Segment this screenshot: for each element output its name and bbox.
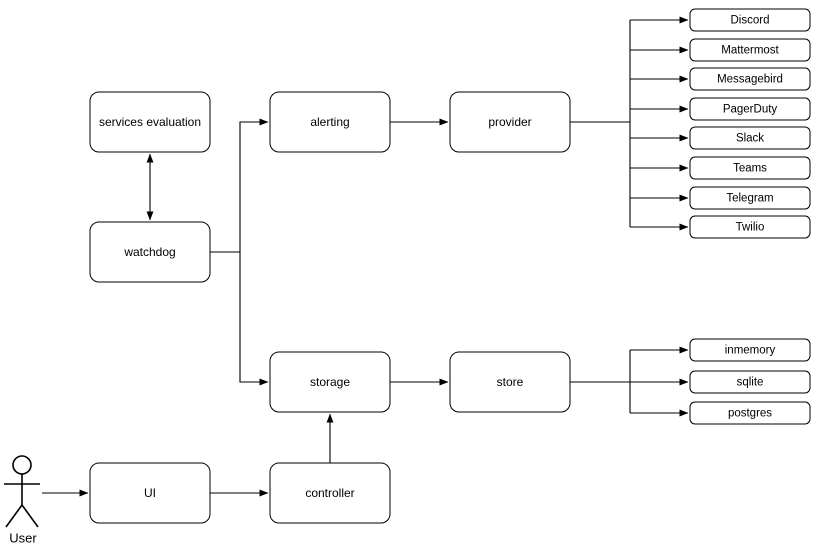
store-backend-item[interactable]: sqlite — [689, 370, 811, 394]
provider-integration-item[interactable]: Slack — [689, 126, 811, 150]
store-backend-item-box[interactable] — [689, 370, 811, 394]
provider-integration-item[interactable]: Twilio — [689, 215, 811, 239]
node-provider-label: provider — [488, 115, 531, 129]
provider-integration-item[interactable]: PagerDuty — [689, 97, 811, 121]
provider-integration-item[interactable]: Messagebird — [689, 67, 811, 91]
edge-layer — [42, 16, 689, 497]
node-alerting-label: alerting — [310, 115, 349, 129]
provider-integration-item[interactable]: Telegram — [689, 186, 811, 210]
provider-integration-item-label: Slack — [736, 133, 764, 145]
edge-watchdog-to-alerting — [210, 118, 269, 253]
node-controller-box[interactable] — [269, 462, 391, 524]
provider-integration-item-label: Mattermost — [721, 45, 779, 57]
actor-user: User — [4, 455, 40, 545]
store-backend-item-box[interactable] — [689, 338, 811, 362]
node-controller[interactable]: controller — [269, 462, 391, 524]
provider-integration-item-box[interactable] — [689, 156, 811, 180]
node-storage[interactable]: storage — [269, 351, 391, 413]
actor-leg-right-icon — [21, 504, 39, 528]
provider-integration-item-label: Messagebird — [717, 74, 783, 86]
node-alerting[interactable]: alerting — [269, 91, 391, 153]
node-watchdog[interactable]: watchdog — [89, 221, 211, 283]
provider-integration-item[interactable]: Mattermost — [689, 38, 811, 62]
node-provider[interactable]: provider — [449, 91, 571, 153]
node-ui-box[interactable] — [89, 462, 211, 524]
node-store-label: store — [497, 375, 524, 389]
node-controller-label: controller — [305, 486, 354, 500]
store-backend-item[interactable]: inmemory — [689, 338, 811, 362]
node-services-evaluation[interactable]: services evaluation — [89, 91, 211, 153]
actor-label: User — [9, 530, 37, 545]
node-alerting-box[interactable] — [269, 91, 391, 153]
provider-integration-item-box[interactable] — [689, 186, 811, 210]
node-storage-label: storage — [310, 375, 350, 389]
provider-integration-item-box[interactable] — [689, 8, 811, 32]
provider-integration-item-box[interactable] — [689, 126, 811, 150]
provider-integration-item[interactable]: Teams — [689, 156, 811, 180]
store-backend-item-box[interactable] — [689, 401, 811, 425]
provider-integration-item-box[interactable] — [689, 67, 811, 91]
provider-integration-item-box[interactable] — [689, 38, 811, 62]
store-backend-item-label: sqlite — [737, 377, 764, 389]
node-storage-box[interactable] — [269, 351, 391, 413]
provider-integration-item-label: Telegram — [726, 193, 773, 205]
provider-integration-item-box[interactable] — [689, 97, 811, 121]
store-backend-item[interactable]: postgres — [689, 401, 811, 425]
node-watchdog-label: watchdog — [123, 245, 175, 259]
store-backend-item-label: inmemory — [725, 345, 776, 357]
node-ui[interactable]: UI — [89, 462, 211, 524]
node-store[interactable]: store — [449, 351, 571, 413]
provider-integration-item-label: PagerDuty — [723, 104, 778, 116]
provider-integration-item[interactable]: Discord — [689, 8, 811, 32]
edge-provider-branches — [630, 16, 689, 231]
actor-head-icon — [12, 455, 32, 475]
provider-integration-item-label: Teams — [733, 163, 767, 175]
provider-integration-item-box[interactable] — [689, 215, 811, 239]
store-backend-list: inmemory sqlite postgres — [689, 338, 811, 425]
provider-integration-list: DiscordMattermostMessagebirdPagerDutySla… — [689, 8, 811, 239]
node-watchdog-box[interactable] — [89, 221, 211, 283]
provider-integration-item-label: Twilio — [736, 222, 765, 234]
node-ui-label: UI — [144, 486, 156, 500]
edge-store-branches — [630, 346, 689, 417]
node-provider-box[interactable] — [449, 91, 571, 153]
provider-integration-item-label: Discord — [731, 15, 770, 27]
edge-watchdog-to-storage — [210, 251, 269, 386]
actor-leg-left-icon — [5, 504, 23, 528]
node-store-box[interactable] — [449, 351, 571, 413]
node-services-evaluation-label: services evaluation — [99, 115, 201, 129]
node-services-evaluation-box[interactable] — [89, 91, 211, 153]
store-backend-item-label: postgres — [728, 408, 772, 420]
